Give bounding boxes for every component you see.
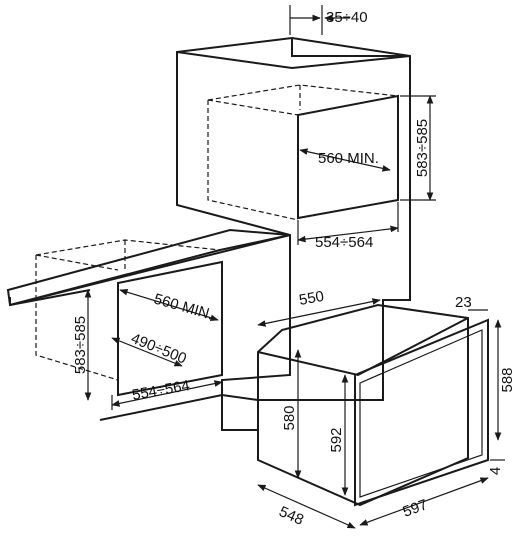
dimension-lines: [84, 5, 505, 529]
dimension-labels: 35÷40 583÷585 560 MIN. 554÷564 560 MIN. …: [72, 9, 515, 529]
dim-580: 580: [281, 405, 298, 430]
dim-588: 588: [499, 367, 515, 392]
upper-niche: [207, 84, 399, 221]
dim-592: 592: [328, 427, 345, 452]
dim-35-40: 35÷40: [326, 9, 368, 26]
oven-body: [257, 303, 489, 507]
dim-560-lower: 560 MIN.: [152, 291, 215, 324]
dim-583-585-upper: 583÷585: [414, 119, 431, 177]
worktop: [6, 228, 291, 307]
dim-554-564-upper: 554÷564: [315, 234, 373, 251]
dim-583-585-lower: 583÷585: [72, 316, 89, 374]
dim-490-500: 490÷500: [129, 330, 189, 368]
dim-23: 23: [455, 294, 472, 311]
dim-550: 550: [298, 288, 326, 309]
dim-548: 548: [276, 503, 306, 529]
dim-597: 597: [401, 496, 430, 521]
dim-560-upper: 560 MIN.: [318, 150, 379, 167]
dim-554-564-lower: 554÷564: [131, 377, 191, 404]
dim-4: 4: [487, 467, 504, 475]
